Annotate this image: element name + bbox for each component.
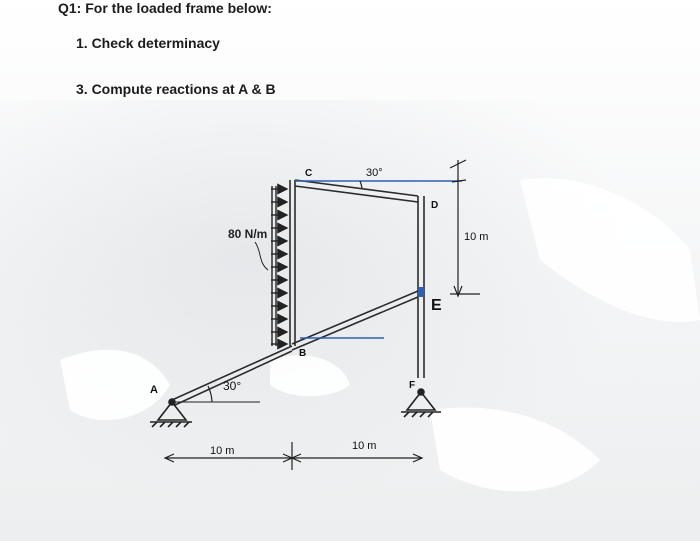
node-c-label: C	[305, 168, 312, 179]
question-title: Q1: For the loaded frame below:	[58, 0, 272, 16]
angle-top-label: 30°	[366, 167, 383, 179]
load-label: 80 N/m	[228, 227, 267, 241]
support-a	[150, 398, 192, 428]
node-d-label: D	[431, 200, 438, 211]
node-f-label: F	[409, 380, 415, 391]
task-item-determinacy: 1. Check determinacy	[76, 35, 220, 51]
dimension-left-label: 10 m	[210, 445, 234, 457]
node-e-label: E	[431, 297, 442, 314]
distributed-load	[271, 183, 289, 350]
angle-base-label: 30°	[223, 379, 241, 393]
dimension-vertical-label: 10 m	[464, 231, 488, 243]
support-f	[401, 388, 441, 418]
photo-glare	[60, 178, 700, 492]
dimension-right-label: 10 m	[352, 440, 376, 452]
node-a-label: A	[150, 384, 158, 396]
frame-members	[171, 179, 425, 406]
angle-arc-top	[359, 180, 363, 189]
load-label-leader	[254, 241, 269, 271]
node-b-label: B	[299, 348, 306, 359]
joint-e-marker	[418, 287, 424, 297]
angle-reference-lines	[295, 180, 462, 339]
dimension-horizontal	[163, 442, 424, 470]
dimension-vertical	[449, 159, 480, 298]
task-item-reactions: 3. Compute reactions at A & B	[76, 81, 276, 97]
